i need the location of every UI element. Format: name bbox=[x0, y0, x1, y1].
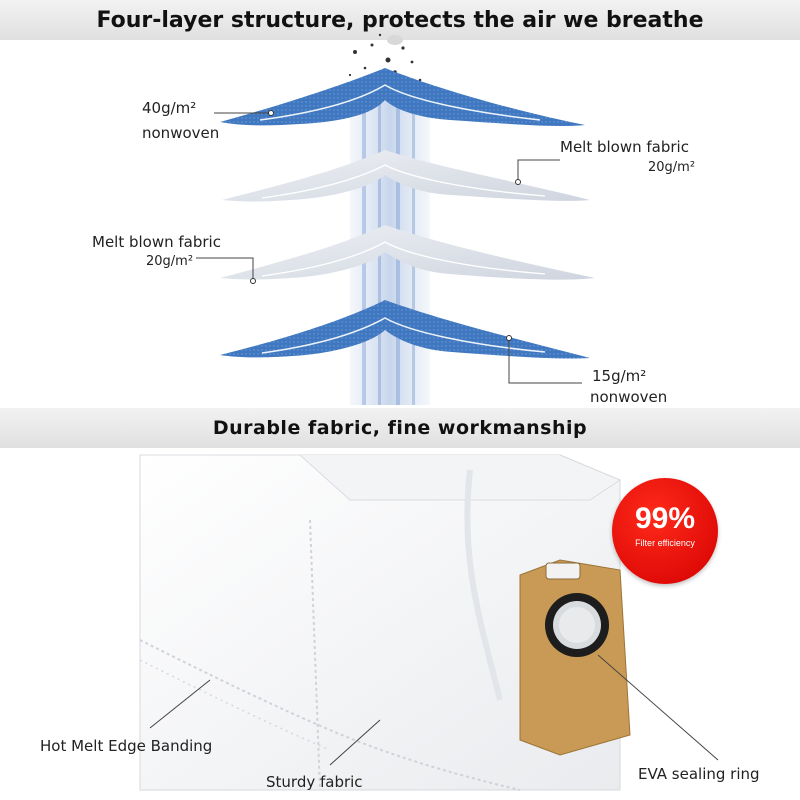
badge-percent: 99% bbox=[634, 502, 696, 535]
layer-4-name: nonwoven bbox=[590, 388, 668, 406]
callout-fabric: Sturdy fabric bbox=[266, 773, 363, 791]
dust-particles bbox=[348, 33, 422, 82]
layer-3-meltblown bbox=[220, 225, 595, 280]
layer-2-weight: 20g/m² bbox=[648, 160, 696, 175]
layer-1-nonwoven bbox=[220, 68, 585, 127]
page-title: Four-layer structure, protects the air w… bbox=[96, 7, 704, 33]
layer-leaders bbox=[196, 110, 582, 384]
callout-ring: EVA sealing ring bbox=[638, 765, 760, 783]
layer-3-weight: 20g/m² bbox=[146, 254, 194, 269]
layer-1-weight: 40g/m² bbox=[142, 99, 197, 117]
layer-2-name: Melt blown fabric bbox=[560, 138, 689, 156]
badge-label: Filter efficiency bbox=[635, 538, 695, 548]
layer-1-name: nonwoven bbox=[142, 124, 220, 142]
layer-2-meltblown bbox=[222, 150, 590, 202]
section-title: Durable fabric, fine workmanship bbox=[212, 417, 588, 439]
efficiency-badge: 99% Filter efficiency bbox=[612, 478, 718, 584]
section-banner: Durable fabric, fine workmanship bbox=[0, 408, 800, 448]
layer-4-nonwoven bbox=[220, 300, 590, 359]
callout-edge: Hot Melt Edge Banding bbox=[40, 737, 213, 755]
top-banner: Four-layer structure, protects the air w… bbox=[0, 0, 800, 40]
dust-bag bbox=[139, 454, 631, 791]
bag-leaders bbox=[149, 654, 719, 766]
layer-4-weight: 15g/m² bbox=[592, 367, 647, 385]
layer-3-name: Melt blown fabric bbox=[92, 233, 221, 251]
